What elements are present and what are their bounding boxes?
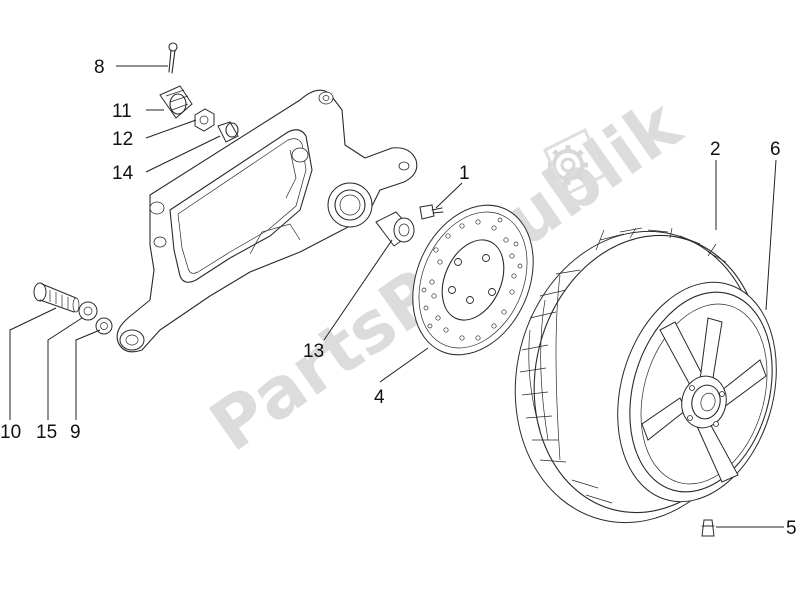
callout-labels: 8 11 12 14 1 2 6 13 4 10 15 9 5 [0, 57, 797, 539]
leader-15 [47, 317, 83, 420]
wheel-spacer [375, 211, 415, 247]
callout-4: 4 [374, 387, 385, 408]
leader-lines [9, 65, 784, 528]
callout-5: 5 [786, 518, 797, 539]
callout-1: 1 [459, 163, 470, 184]
hex-nut [194, 108, 215, 132]
tire-tread [519, 227, 727, 504]
callout-9: 9 [70, 422, 81, 443]
disc-screw [419, 204, 444, 220]
leader-4 [379, 347, 429, 383]
callout-11: 11 [112, 101, 132, 122]
cotter-pin [168, 42, 178, 74]
rear-wheel [514, 227, 777, 524]
brake-disc-bolt-holes [448, 254, 496, 304]
leader-12 [145, 119, 197, 139]
brake-disc [412, 204, 534, 356]
callout-10: 10 [0, 422, 21, 443]
watermark-tag-icon [543, 127, 607, 198]
leader-9 [75, 329, 101, 420]
callout-13: 13 [303, 341, 324, 362]
leader-14 [145, 135, 221, 173]
leader-13 [323, 239, 393, 341]
callout-2: 2 [710, 139, 721, 160]
leader-10 [9, 307, 57, 420]
leader-1 [435, 182, 463, 209]
callout-6: 6 [770, 139, 781, 160]
callout-15: 15 [36, 422, 57, 443]
swing-arm [116, 89, 418, 353]
spacer-sleeve [217, 121, 239, 143]
pivot-bolt [33, 282, 80, 313]
lock-washer [95, 317, 113, 335]
callout-8: 8 [94, 57, 105, 78]
callout-12: 12 [112, 129, 133, 150]
callout-14: 14 [112, 163, 134, 184]
tire-valve [701, 519, 715, 537]
castle-nut [159, 85, 193, 119]
leader-6 [765, 159, 777, 311]
brake-disc-holes [421, 217, 523, 341]
washer [78, 301, 98, 321]
